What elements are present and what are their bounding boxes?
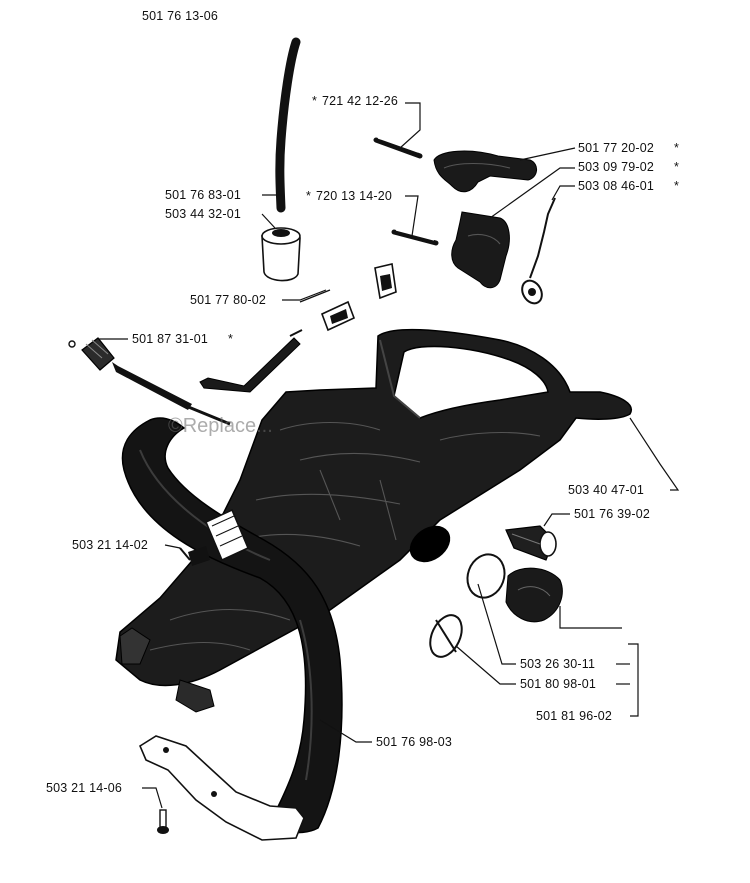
header-code: 501 76 13-06	[142, 9, 218, 23]
part-label-p3: 503 09 79-02	[578, 160, 654, 174]
part-suffix-p2: *	[674, 141, 679, 155]
watermark-text: ©Replace...	[168, 415, 273, 437]
part-label-p14: 501 80 98-01	[520, 677, 596, 691]
cap-seal-drawing	[429, 614, 463, 658]
pin-drawing-lower	[391, 229, 439, 246]
part-label-p13: 503 26 30-11	[520, 657, 595, 671]
fuel-cap-drawing	[505, 567, 563, 623]
fuel-hose-drawing	[275, 37, 301, 213]
part-label-p2: 501 77 20-02	[578, 141, 654, 155]
choke-link-drawing	[199, 263, 397, 393]
part-suffix-p9: *	[228, 332, 233, 346]
part-label-p10: 503 40 47-01	[568, 483, 644, 497]
throttle-rod-drawing	[68, 337, 231, 426]
spring-drawing	[521, 197, 556, 305]
part-suffix-p4: *	[674, 179, 679, 193]
bolt-drawing	[157, 809, 169, 834]
fuel-filter-drawing	[261, 227, 301, 282]
leader-lines	[98, 102, 680, 809]
part-label-p6: 503 44 32-01	[165, 207, 241, 221]
pin-drawing-upper	[373, 137, 423, 159]
part-label-p11: 501 76 39-02	[574, 507, 650, 521]
part-label-p5: 501 76 83-01	[165, 188, 241, 202]
throttle-trigger-drawing	[433, 150, 537, 193]
part-label-p17: 503 21 14-06	[46, 781, 122, 795]
part-prefix-p7: *	[306, 189, 311, 203]
part-label-p8: 501 77 80-02	[190, 293, 266, 307]
part-label-p16: 501 76 98-03	[376, 735, 452, 749]
part-label-p9: 501 87 31-01	[132, 332, 208, 346]
part-label-p7: 720 13 14-20	[316, 189, 392, 203]
part-label-p1: 721 42 12-26	[322, 94, 398, 108]
part-label-p15: 501 81 96-02	[536, 709, 612, 723]
part-label-p12: 503 21 14-02	[72, 538, 148, 552]
part-labels: 501 76 13-06 * 721 42 12-26 501 77 20-02…	[46, 9, 679, 795]
part-suffix-p3: *	[674, 160, 679, 174]
tank-housing-drawing	[115, 328, 632, 713]
handle-clamp-drawing	[179, 508, 250, 566]
lower-bracket-drawing	[138, 735, 305, 841]
front-handle-drawing	[121, 417, 343, 834]
part-prefix-p1: *	[312, 94, 317, 108]
throttle-lockout-drawing	[451, 211, 510, 289]
o-ring-drawing	[466, 553, 506, 599]
part-label-p4: 503 08 46-01	[578, 179, 654, 193]
tank-vent-drawing	[505, 525, 557, 561]
